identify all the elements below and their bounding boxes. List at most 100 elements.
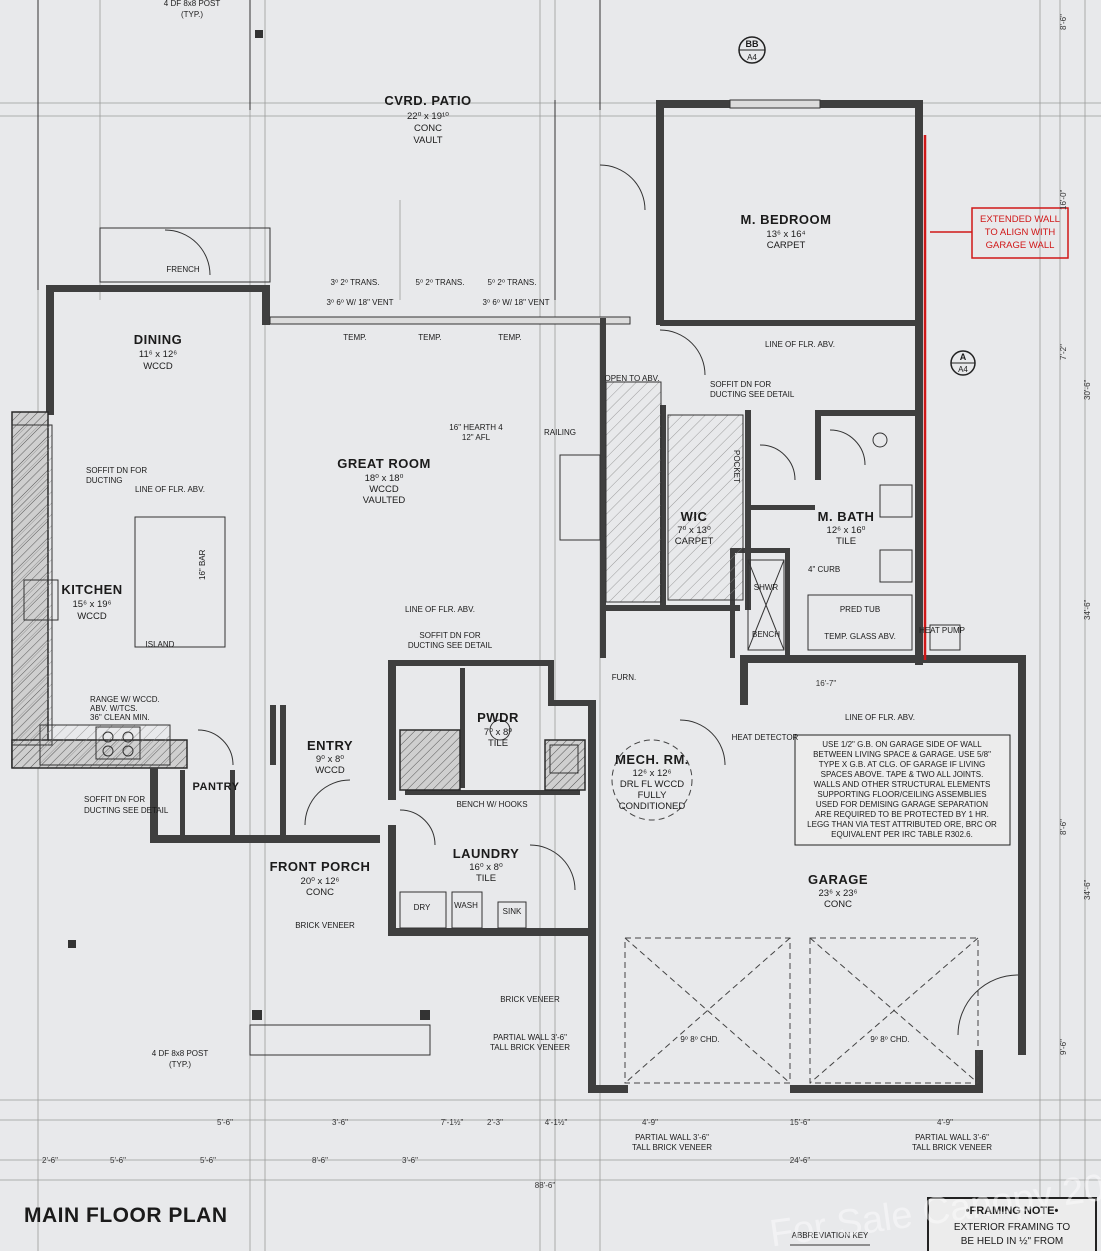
red-note: EXTENDED WALL TO ALIGN WITH GARAGE WALL (930, 207, 1069, 259)
svg-text:34'-6": 34'-6" (1083, 879, 1092, 900)
garage-note-box (794, 734, 1011, 846)
section-marker-bb: BB A4 (738, 36, 766, 64)
mbath-name: M. BATH (818, 509, 875, 524)
svg-text:PRED TUB: PRED TUB (840, 605, 880, 614)
svg-text:12⁶ x 16⁰: 12⁶ x 16⁰ (827, 525, 866, 536)
svg-text:ABV. W/TCS.: ABV. W/TCS. (90, 704, 138, 713)
mech-room-zone (611, 739, 693, 821)
pantry-name: PANTRY (193, 781, 240, 793)
svg-text:DUCTING: DUCTING (86, 476, 122, 485)
room-labels: CVRD. PATIO 22⁰ x 19¹⁰ CONC VAULT M. BED… (61, 93, 875, 910)
svg-text:3'-6": 3'-6" (402, 1156, 418, 1165)
wic-area (667, 414, 744, 601)
svg-text:PARTIAL WALL 3'-6": PARTIAL WALL 3'-6" (493, 1033, 567, 1042)
svg-text:3⁰ 2⁰ TRANS.: 3⁰ 2⁰ TRANS. (331, 278, 380, 287)
svg-text:DRL FL WCCD: DRL FL WCCD (620, 779, 684, 790)
svg-text:8'-6": 8'-6" (1059, 819, 1068, 835)
svg-text:TEMP.: TEMP. (418, 333, 441, 342)
svg-text:LINE OF FLR. ABV.: LINE OF FLR. ABV. (845, 713, 915, 722)
svg-text:TILE: TILE (488, 738, 508, 749)
svg-text:WCCD: WCCD (143, 361, 173, 372)
svg-text:CARPET: CARPET (675, 536, 714, 547)
dimensions-right: 8'-6" 16'-0" 7'-2" 30'-6" 34'-6" 8'-6" 3… (1059, 14, 1092, 1055)
mech-name: MECH. RM. (615, 752, 689, 767)
svg-text:TILE: TILE (476, 873, 496, 884)
svg-text:FULLY: FULLY (638, 790, 668, 801)
svg-text:DUCTING SEE DETAIL: DUCTING SEE DETAIL (710, 390, 795, 399)
svg-text:15'-6": 15'-6" (790, 1118, 811, 1127)
svg-text:9⁰ 8⁰ CHD.: 9⁰ 8⁰ CHD. (870, 1035, 909, 1044)
svg-text:4 DF 8x8 POST: 4 DF 8x8 POST (164, 0, 221, 8)
svg-text:VAULTED: VAULTED (363, 495, 406, 506)
svg-text:11⁶ x 12⁶: 11⁶ x 12⁶ (139, 349, 177, 360)
svg-text:POCKET: POCKET (732, 450, 741, 483)
svg-text:BRICK VENEER: BRICK VENEER (500, 995, 560, 1004)
laundry-appliances (399, 891, 527, 929)
svg-text:EQUIVALENT PER IRC TABLE R302.: EQUIVALENT PER IRC TABLE R302.6. (831, 830, 973, 839)
svg-text:22⁰ x 19¹⁰: 22⁰ x 19¹⁰ (407, 111, 449, 122)
svg-text:USED FOR DEMISING GARAGE SEPAR: USED FOR DEMISING GARAGE SEPARATION (816, 800, 988, 809)
heat-pump-pad (929, 624, 961, 651)
garage-note-text: USE 1/2" G.B. ON GARAGE SIDE OF WALL BET… (807, 740, 997, 839)
svg-text:DUCTING SEE DETAIL: DUCTING SEE DETAIL (84, 806, 169, 815)
interior-walls (180, 318, 915, 840)
svg-text:7'-1½": 7'-1½" (441, 1118, 464, 1127)
svg-text:TEMP.: TEMP. (343, 333, 366, 342)
svg-text:30'-6": 30'-6" (1083, 379, 1092, 400)
svg-text:SOFFIT DN FOR: SOFFIT DN FOR (84, 795, 145, 804)
svg-text:5'-6": 5'-6" (110, 1156, 126, 1165)
svg-text:2'-6": 2'-6" (42, 1156, 58, 1165)
svg-text:3⁰ 6⁰ W/ 18" VENT: 3⁰ 6⁰ W/ 18" VENT (326, 298, 393, 307)
svg-text:FURN.: FURN. (612, 673, 636, 682)
pwdr-toilet (489, 719, 511, 741)
svg-text:9'-6": 9'-6" (1059, 1039, 1068, 1055)
svg-text:BENCH: BENCH (752, 630, 780, 639)
svg-text:BETWEEN LIVING SPACE & GARAGE.: BETWEEN LIVING SPACE & GARAGE. USE 5/8" (813, 750, 991, 759)
entry-name: ENTRY (307, 738, 353, 753)
red-note-line1: EXTENDED WALL (980, 214, 1060, 225)
door-swings (164, 164, 866, 891)
svg-text:7'-2": 7'-2" (1059, 344, 1068, 360)
framing-note-title: •FRAMING NOTE• (966, 1205, 1059, 1217)
svg-text:SOFFIT DN FOR: SOFFIT DN FOR (710, 380, 771, 389)
svg-text:LINE OF FLR. ABV.: LINE OF FLR. ABV. (405, 605, 475, 614)
svg-text:RAILING: RAILING (544, 428, 576, 437)
svg-text:9⁰ x 8⁰: 9⁰ x 8⁰ (316, 754, 344, 765)
svg-text:PARTIAL WALL 3'-6": PARTIAL WALL 3'-6" (915, 1133, 989, 1142)
svg-text:WASH: WASH (454, 901, 478, 910)
porch-steps (249, 1024, 431, 1056)
garage-name: GARAGE (808, 872, 868, 887)
svg-text:8'-6": 8'-6" (1059, 14, 1068, 30)
svg-text:LEGG THAN VIA TEST ATTRIBUTED: LEGG THAN VIA TEST ATTRIBUTED ORE, BRC O… (807, 820, 997, 829)
svg-text:TALL BRICK VENEER: TALL BRICK VENEER (490, 1043, 570, 1052)
svg-text:BRICK VENEER: BRICK VENEER (295, 921, 355, 930)
svg-text:13⁶ x 16⁴: 13⁶ x 16⁴ (766, 229, 805, 240)
svg-text:16" BAR: 16" BAR (198, 549, 207, 580)
svg-text:9⁰ 8⁰ CHD.: 9⁰ 8⁰ CHD. (680, 1035, 719, 1044)
svg-text:(TYP.): (TYP.) (169, 1060, 191, 1069)
svg-text:BB: BB (746, 39, 759, 49)
front-porch-name: FRONT PORCH (270, 859, 371, 874)
kitchen-island (134, 516, 226, 648)
svg-text:4" CURB: 4" CURB (808, 565, 840, 574)
svg-text:7⁰ x 8⁰: 7⁰ x 8⁰ (484, 727, 512, 738)
svg-text:VAULT: VAULT (413, 135, 442, 146)
svg-text:(TYP.): (TYP.) (181, 10, 203, 19)
svg-text:8'-6": 8'-6" (312, 1156, 328, 1165)
bedroom-name: M. BEDROOM (741, 212, 832, 227)
page-title: MAIN FLOOR PLAN (24, 1204, 227, 1227)
svg-text:SUPPORTING FLOOR/CEILING ASSEM: SUPPORTING FLOOR/CEILING ASSEMBLIES (817, 790, 986, 799)
svg-text:34'-6": 34'-6" (1083, 599, 1092, 620)
range-icon (95, 726, 141, 760)
svg-text:LINE OF FLR. ABV.: LINE OF FLR. ABV. (765, 340, 835, 349)
svg-text:TALL BRICK VENEER: TALL BRICK VENEER (632, 1143, 712, 1152)
laundry-name: LAUNDRY (453, 846, 520, 861)
svg-text:BE HELD IN ½" FROM: BE HELD IN ½" FROM (961, 1236, 1063, 1247)
svg-text:WCCD: WCCD (315, 765, 345, 776)
svg-text:12" AFL: 12" AFL (462, 433, 491, 442)
svg-text:DRY: DRY (414, 903, 431, 912)
svg-text:88'-6": 88'-6" (535, 1181, 556, 1190)
svg-text:16" HEARTH 4: 16" HEARTH 4 (449, 423, 503, 432)
svg-text:TALL BRICK VENEER: TALL BRICK VENEER (912, 1143, 992, 1152)
patio-name: CVRD. PATIO (384, 93, 471, 108)
